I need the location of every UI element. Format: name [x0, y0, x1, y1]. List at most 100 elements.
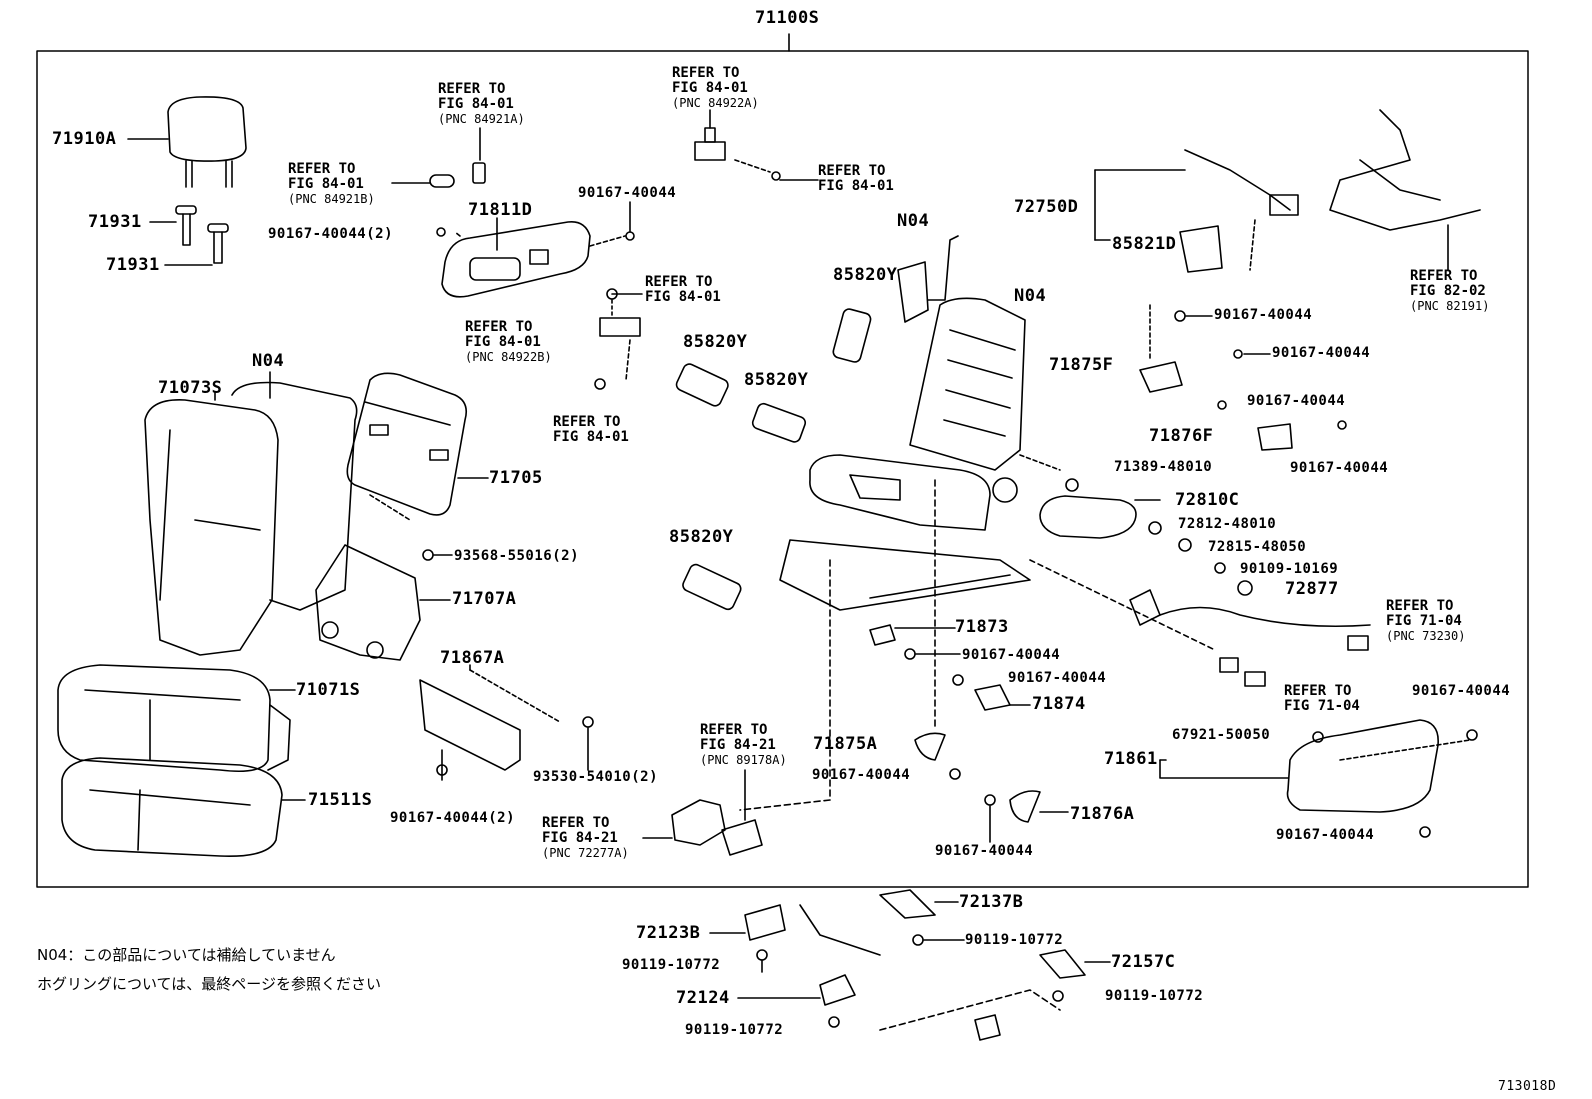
refer-fig-84-01-g[interactable]: REFER TO FIG 84-01	[553, 415, 629, 445]
part-label-71875A[interactable]: 71875A	[813, 734, 878, 754]
part-label-71071S[interactable]: 71071S	[296, 680, 361, 700]
part-label-N04-sensor[interactable]: N04	[897, 211, 930, 231]
refer-fig-71-04-a[interactable]: REFER TO FIG 71-04 (PNC 73230)	[1386, 599, 1465, 644]
part-label-90167-40044-m4[interactable]: 90167-40044	[935, 843, 1034, 859]
part-label-71874[interactable]: 71874	[1032, 694, 1086, 714]
part-label-72123B[interactable]: 72123B	[636, 923, 701, 943]
part-label-90167-40044-m2[interactable]: 90167-40044	[1008, 670, 1107, 686]
refer-line2: FIG 84-21	[700, 737, 776, 753]
refer-line2: FIG 71-04	[1284, 698, 1360, 714]
refer-pnc: (PNC 84921A)	[438, 112, 525, 126]
refer-pnc: (PNC 84922A)	[672, 96, 759, 110]
part-label-71389-48010[interactable]: 71389-48010	[1114, 459, 1213, 475]
guide-line-rail	[739, 559, 831, 811]
refer-pnc: (PNC 82191)	[1410, 299, 1490, 313]
part-label-71511S[interactable]: 71511S	[308, 790, 373, 810]
part-label-90119-10772-c[interactable]: 90119-10772	[1105, 988, 1204, 1004]
part-label-71876F[interactable]: 71876F	[1149, 426, 1214, 446]
part-label-72750D[interactable]: 72750D	[1014, 197, 1079, 217]
part-label-71910A[interactable]: 71910A	[52, 129, 117, 149]
part-label-90167-40044-r1[interactable]: 90167-40044	[1214, 307, 1313, 323]
part-label-71876A[interactable]: 71876A	[1070, 804, 1135, 824]
refer-pnc: (PNC 73230)	[1386, 629, 1466, 643]
part-label-72157C[interactable]: 72157C	[1111, 952, 1176, 972]
seatback-cover-drawing	[144, 371, 358, 656]
part-label-90167-40044-m3[interactable]: 90167-40044	[812, 767, 911, 783]
refer-fig-71-04-b[interactable]: REFER TO FIG 71-04	[1284, 684, 1360, 714]
part-label-90167-40044-r3[interactable]: 90167-40044	[1247, 393, 1346, 409]
part-label-90167-40044-r6[interactable]: 90167-40044	[1276, 827, 1375, 843]
part-label-90167-40044-r5[interactable]: 90167-40044	[1412, 683, 1511, 699]
refer-line1: REFER TO	[672, 65, 740, 81]
part-label-90167-40044-r2[interactable]: 90167-40044	[1272, 345, 1371, 361]
part-label-90167-40044-m1[interactable]: 90167-40044	[962, 647, 1061, 663]
part-label-71931-lower[interactable]: 71931	[106, 255, 160, 275]
refer-line2: FIG 84-01	[553, 429, 629, 445]
part-label-90167-40044-top[interactable]: 90167-40044	[578, 185, 677, 201]
refer-line2: FIG 84-01	[645, 289, 721, 305]
refer-fig-84-01-a[interactable]: REFER TO FIG 84-01 (PNC 84921A)	[438, 82, 525, 127]
part-label-72812-48010[interactable]: 72812-48010	[1178, 516, 1277, 532]
refer-fig-82-02[interactable]: REFER TO FIG 82-02 (PNC 82191)	[1410, 269, 1489, 314]
cushion-pad-drawing	[61, 757, 306, 857]
refer-fig-84-01-e[interactable]: REFER TO FIG 84-01	[645, 275, 721, 305]
motor-drawings	[675, 235, 959, 611]
part-label-71811D[interactable]: 71811D	[468, 200, 533, 220]
part-label-72137B[interactable]: 72137B	[959, 892, 1024, 912]
part-label-72877[interactable]: 72877	[1285, 579, 1339, 599]
part-label-85820Y-c[interactable]: 85820Y	[744, 370, 809, 390]
part-label-85820Y-b[interactable]: 85820Y	[683, 332, 748, 352]
part-label-72815-48050[interactable]: 72815-48050	[1208, 539, 1307, 555]
headrest-drawing	[127, 96, 247, 188]
refer-fig-84-21-a[interactable]: REFER TO FIG 84-21 (PNC 89178A)	[700, 723, 787, 768]
refer-fig-84-01-b[interactable]: REFER TO FIG 84-01 (PNC 84921B)	[288, 162, 375, 207]
refer-pnc: (PNC 72277A)	[542, 846, 629, 860]
refer-line1: REFER TO	[1410, 268, 1478, 284]
part-label-85820Y-d[interactable]: 85820Y	[669, 527, 734, 547]
refer-line1: REFER TO	[700, 722, 768, 738]
part-label-71873[interactable]: 71873	[955, 617, 1009, 637]
part-label-71707A[interactable]: 71707A	[452, 589, 517, 609]
refer-line1: REFER TO	[288, 161, 356, 177]
part-label-93568-55016[interactable]: 93568-55016(2)	[454, 548, 580, 564]
part-label-90167-40044-2-upper[interactable]: 90167-40044(2)	[268, 226, 394, 242]
part-label-71073S[interactable]: 71073S	[158, 378, 223, 398]
part-label-90167-40044-r4[interactable]: 90167-40044	[1290, 460, 1389, 476]
refer-line1: REFER TO	[1386, 598, 1454, 614]
refer-line2: FIG 84-01	[438, 96, 514, 112]
refer-line1: REFER TO	[553, 414, 621, 430]
assembly-frame	[36, 50, 1529, 888]
part-label-N04-frame[interactable]: N04	[1014, 286, 1047, 306]
refer-line2: FIG 71-04	[1386, 613, 1462, 629]
part-label-71875F[interactable]: 71875F	[1049, 355, 1114, 375]
part-label-85821D[interactable]: 85821D	[1112, 234, 1177, 254]
part-label-90109-10169[interactable]: 90109-10169	[1240, 561, 1339, 577]
part-label-71861[interactable]: 71861	[1104, 749, 1158, 769]
part-label-N04-back[interactable]: N04	[252, 351, 285, 371]
part-label-71867A[interactable]: 71867A	[440, 648, 505, 668]
part-label-71931-upper[interactable]: 71931	[88, 212, 142, 232]
refer-pnc: (PNC 89178A)	[700, 753, 787, 767]
refer-fig-84-01-c[interactable]: REFER TO FIG 84-01 (PNC 84922A)	[672, 66, 759, 111]
part-label-90119-10772-a[interactable]: 90119-10772	[965, 932, 1064, 948]
refer-fig-84-01-d[interactable]: REFER TO FIG 84-01	[818, 164, 894, 194]
assembly-title: 71100S	[755, 8, 820, 28]
part-label-72124[interactable]: 72124	[676, 988, 730, 1008]
connector-drawings	[642, 769, 763, 856]
note-hog-ring: ホグリングについては、最終ページを参照ください	[37, 975, 381, 993]
refer-fig-84-21-b[interactable]: REFER TO FIG 84-21 (PNC 72277A)	[542, 816, 629, 861]
part-label-90119-10772-d[interactable]: 90119-10772	[685, 1022, 784, 1038]
part-label-90167-40044-2-lower[interactable]: 90167-40044(2)	[390, 810, 516, 826]
refer-pnc: (PNC 84922B)	[465, 350, 552, 364]
right-bracket-drawings	[1039, 304, 1371, 687]
part-label-71705[interactable]: 71705	[489, 468, 543, 488]
refer-line1: REFER TO	[438, 81, 506, 97]
part-label-67921-50050[interactable]: 67921-50050	[1172, 727, 1271, 743]
part-label-90119-10772-b[interactable]: 90119-10772	[622, 957, 721, 973]
part-label-85820Y-a[interactable]: 85820Y	[833, 265, 898, 285]
part-label-93530-54010[interactable]: 93530-54010(2)	[533, 769, 659, 785]
refer-fig-84-01-f[interactable]: REFER TO FIG 84-01 (PNC 84922B)	[465, 320, 552, 365]
part-label-72810C[interactable]: 72810C	[1175, 490, 1240, 510]
switch-drawings	[391, 109, 819, 390]
